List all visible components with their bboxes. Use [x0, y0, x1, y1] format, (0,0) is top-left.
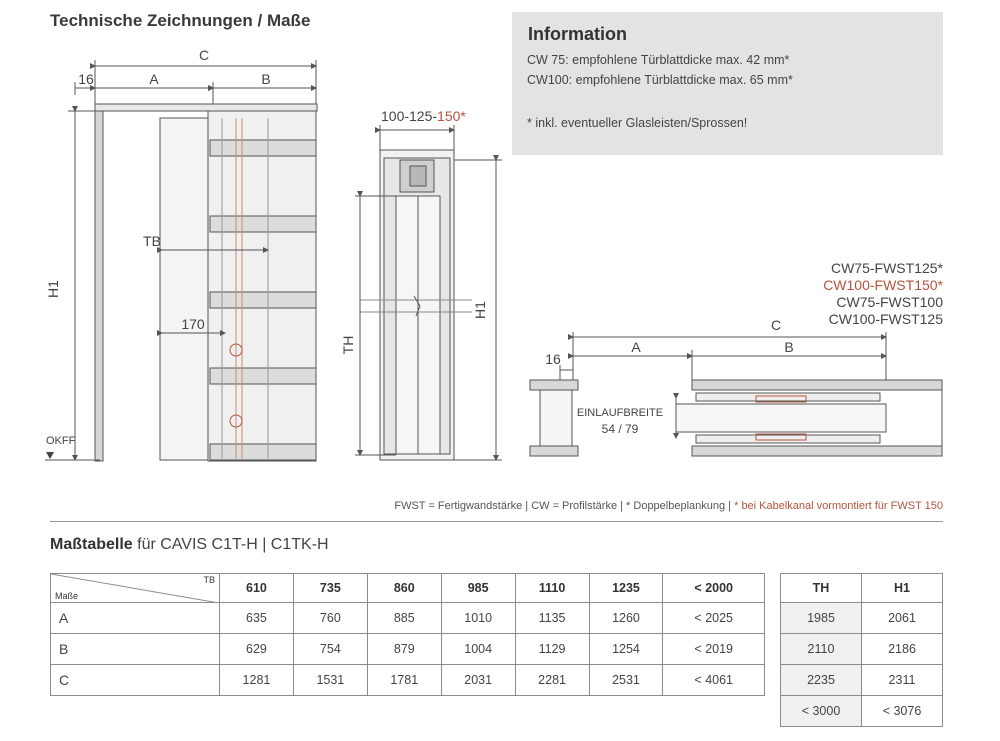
info-line-cw100: CW100: empfohlene Türblattdicke max. 65 … — [527, 73, 793, 87]
info-line-cw75: CW 75: empfohlene Türblattdicke max. 42 … — [527, 53, 790, 67]
plan-label-einlaufbreite: EINLAUFBREITE — [577, 407, 663, 419]
plan-label-einlauf-values: 54 / 79 — [602, 422, 639, 436]
table-row: 2235 2311 — [780, 664, 943, 696]
height-table: TH H1 1985 2061 2110 2186 2235 2311 < 30… — [780, 573, 943, 727]
plan-label-c: C — [771, 317, 781, 333]
cell: 2311 — [861, 664, 943, 696]
cell: 1254 — [588, 633, 664, 665]
col-header: 985 — [440, 573, 516, 603]
table-row: < 3000 < 3076 — [780, 695, 943, 727]
cell: 1004 — [440, 633, 516, 665]
col-header-th: TH — [780, 573, 862, 603]
col-header: 1235 — [588, 573, 664, 603]
front-view-drawing — [45, 60, 318, 462]
info-footnote: * inkl. eventueller Glasleisten/Sprossen… — [527, 116, 748, 130]
cell: 2061 — [861, 602, 943, 634]
table-title-bold: Maßtabelle — [50, 536, 133, 553]
legend-red-note: * bei Kabelkanal vormontiert für FWST 15… — [731, 500, 943, 512]
label-th: TH — [340, 336, 356, 355]
variant-cw75-fwst125: CW75-FWST125* — [831, 260, 944, 276]
cell: 2281 — [514, 664, 590, 696]
table-row: B 629 754 879 1004 1129 1254 < 2019 — [50, 633, 765, 665]
cell: 1135 — [514, 602, 590, 634]
table-row: 1985 2061 — [780, 602, 943, 634]
corner-diagonal — [51, 574, 219, 603]
cell: 2186 — [861, 633, 943, 665]
table-row: 2110 2186 — [780, 633, 943, 665]
label-tb: TB — [143, 233, 161, 249]
cell: 1781 — [366, 664, 442, 696]
cell: < 4061 — [662, 664, 765, 696]
col-header: 1110 — [514, 573, 590, 603]
cell: < 3000 — [780, 695, 862, 727]
variant-cw75-fwst100: CW75-FWST100 — [836, 294, 943, 310]
cell: 1531 — [292, 664, 368, 696]
col-header: 610 — [219, 573, 294, 603]
floor-level-marker-icon — [46, 452, 54, 459]
cell: 1985 — [780, 602, 862, 634]
cell: 2531 — [588, 664, 664, 696]
cell: 1010 — [440, 602, 516, 634]
cell: 2031 — [440, 664, 516, 696]
col-header: < 2000 — [662, 573, 765, 603]
cell: 629 — [219, 633, 294, 665]
legend-text: FWST = Fertigwandstärke | CW = Profilstä… — [394, 500, 732, 512]
label-side-h1: H1 — [472, 301, 488, 319]
table-title-rest: für CAVIS C1T-H | C1TK-H — [132, 536, 329, 553]
information-box: Information CW 75: empfohlene Türblattdi… — [512, 12, 943, 155]
side-view-drawing — [355, 125, 502, 461]
plan-view-labels: C 16 A B EINLAUFBREITE 54 / 79 — [545, 317, 793, 436]
table-row: A 635 760 885 1010 1135 1260 < 2025 — [50, 602, 765, 634]
height-table-header-row: TH H1 — [780, 573, 943, 603]
label-c: C — [199, 47, 209, 63]
cell: 1281 — [219, 664, 294, 696]
cell: 635 — [219, 602, 294, 634]
cell: < 2019 — [662, 633, 765, 665]
cell: 1260 — [588, 602, 664, 634]
label-h1: H1 — [45, 280, 61, 298]
label-16: 16 — [78, 71, 94, 87]
cell: < 3076 — [861, 695, 943, 727]
cell: 2110 — [780, 633, 862, 665]
variant-cw100-fwst150: CW100-FWST150* — [823, 277, 943, 293]
information-heading: Information — [528, 24, 627, 44]
label-a: A — [149, 71, 159, 87]
label-okff: OKFF — [46, 435, 76, 447]
side-view-labels: 100-125-150* TH H1 — [340, 108, 488, 354]
label-b: B — [261, 71, 270, 87]
mass-table-header-row: TB Maße 610 735 860 985 1110 1235 < 2000 — [50, 573, 765, 603]
cell: < 2025 — [662, 602, 765, 634]
page-title: Technische Zeichnungen / Maße — [50, 11, 311, 30]
label-170: 170 — [181, 316, 205, 332]
label-wall-widths: 100-125-150* — [381, 108, 466, 124]
cell: 1129 — [514, 633, 590, 665]
cell: 885 — [366, 602, 442, 634]
abbreviation-legend: FWST = Fertigwandstärke | CW = Profilstä… — [360, 500, 943, 512]
table-row: C 1281 1531 1781 2031 2281 2531 < 4061 — [50, 664, 765, 696]
cell: 879 — [366, 633, 442, 665]
mass-table-corner: TB Maße — [50, 573, 220, 603]
mass-table: TB Maße 610 735 860 985 1110 1235 < 2000… — [50, 573, 765, 696]
plan-label-b: B — [784, 339, 793, 355]
section-divider — [50, 521, 943, 522]
variant-cw100-fwst125: CW100-FWST125 — [829, 311, 944, 327]
row-label: C — [50, 664, 220, 696]
corner-label-masse: Maße — [55, 591, 79, 601]
cell: 760 — [292, 602, 368, 634]
row-label: A — [50, 602, 220, 634]
corner-label-tb: TB — [203, 575, 215, 585]
cell: 2235 — [780, 664, 862, 696]
col-header-h1: H1 — [861, 573, 943, 603]
front-view-labels: C 16 A B TB 170 H1 OKFF — [45, 47, 271, 447]
table-title: Maßtabelle für CAVIS C1T-H | C1TK-H — [50, 536, 329, 554]
plan-label-a: A — [631, 339, 641, 355]
col-header: 735 — [292, 573, 368, 603]
col-header: 860 — [366, 573, 442, 603]
plan-view-drawing — [529, 332, 943, 457]
cell: 754 — [292, 633, 368, 665]
technical-drawings: C 16 A B TB 170 H1 OKFF 100-125-150* TH … — [45, 47, 944, 462]
row-label: B — [50, 633, 220, 665]
plan-label-16: 16 — [545, 351, 561, 367]
plan-variant-labels: CW75-FWST125* CW100-FWST150* CW75-FWST10… — [823, 260, 943, 327]
